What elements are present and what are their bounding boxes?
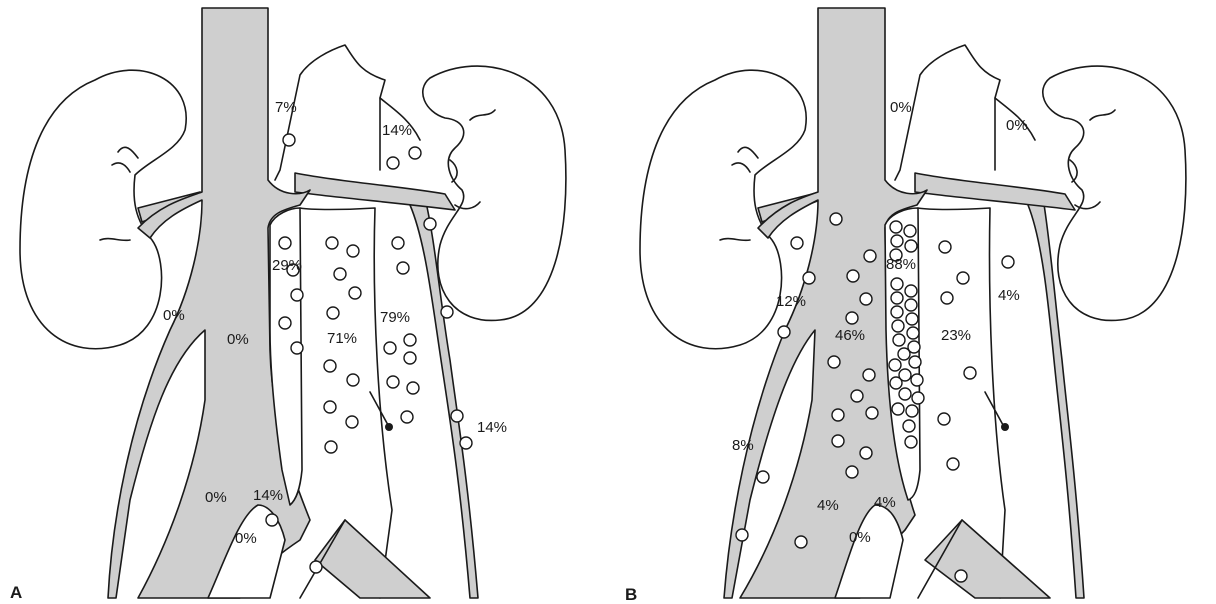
pct-label: 0% xyxy=(1006,117,1028,134)
pct-label: 0% xyxy=(890,99,912,116)
panel-a-left-renal-vein xyxy=(295,173,455,210)
pct-label: 0% xyxy=(227,331,249,348)
pct-label: 14% xyxy=(382,122,412,139)
pct-label: 14% xyxy=(477,419,507,436)
panel-a-catheter-tip xyxy=(385,423,393,431)
panel-a-right-iliac xyxy=(315,520,430,598)
panel-b-right-iliac xyxy=(925,520,1050,598)
pct-label: 0% xyxy=(205,489,227,506)
pct-label: 8% xyxy=(732,437,754,454)
pct-label: 0% xyxy=(235,530,257,547)
pct-label: 4% xyxy=(998,287,1020,304)
panel-a: 7% 14% 29% 0% 0% 71% 79% 14% 0% 14% 0% A xyxy=(10,8,566,602)
pct-label: 4% xyxy=(817,497,839,514)
pct-label: 29% xyxy=(272,257,302,274)
pct-label: 79% xyxy=(380,309,410,326)
pct-label: 88% xyxy=(886,256,916,273)
pct-label: 0% xyxy=(163,307,185,324)
pct-label: 23% xyxy=(941,327,971,344)
panel-b-label: B xyxy=(625,585,637,604)
pct-label: 0% xyxy=(849,529,871,546)
pct-label: 71% xyxy=(327,330,357,347)
panel-b-catheter-tip xyxy=(1001,423,1009,431)
pct-label: 14% xyxy=(253,487,283,504)
pct-label: 4% xyxy=(874,494,896,511)
pct-label: 46% xyxy=(835,327,865,344)
pct-label: 12% xyxy=(776,293,806,310)
panel-b: 0% 0% 88% 12% 46% 23% 4% 8% 4% 4% 0% B xyxy=(625,8,1186,604)
pct-label: 7% xyxy=(275,99,297,116)
panel-b-left-renal-vein xyxy=(915,173,1075,210)
panel-a-label: A xyxy=(10,583,22,602)
